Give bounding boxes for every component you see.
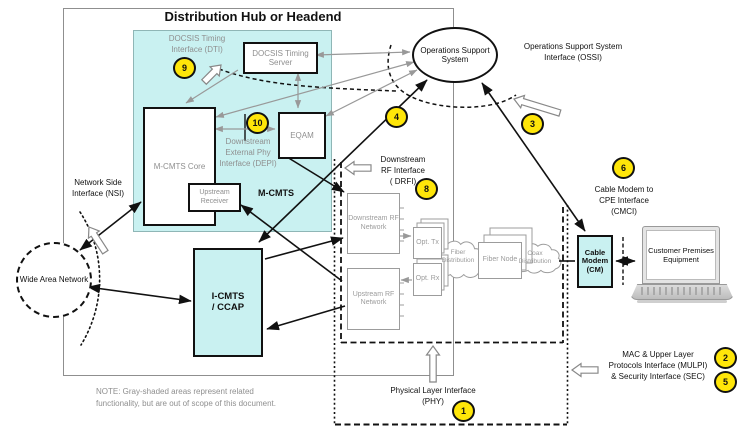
mcmts-region-label: M-CMTS xyxy=(258,188,294,198)
cpe-label: Customer Premises Equipment xyxy=(646,230,716,280)
icmts-ccap-node: I-CMTS / CCAP xyxy=(193,248,263,357)
optical-receiver-node: Opt. Rx xyxy=(413,263,442,296)
ossi-interface-label: Operations Support System Interface (OSS… xyxy=(523,42,623,63)
upstream-receiver-label: Upstream Receiver xyxy=(199,189,230,205)
fiber-distribution-label: Fiber Distribution xyxy=(441,249,475,265)
cpe-laptop-keys xyxy=(641,287,723,295)
depi-interface-label: Downstream External Phy Interface (DEPI) xyxy=(219,137,277,169)
opt-rx-label: Opt. Rx xyxy=(415,275,440,283)
diagram-title: Distribution Hub or Headend xyxy=(164,9,342,24)
headend-boundary-box xyxy=(63,8,454,376)
downstream-rf-network-node: Downstream RF Network xyxy=(347,193,400,254)
dti-interface-label: DOCSIS Timing Interface (DTI) xyxy=(168,34,226,55)
interface-badge-1: 1 xyxy=(452,400,475,422)
cpe-laptop-icon: Customer Premises Equipment xyxy=(642,226,720,284)
nsi-interface-label: Network Side Interface (NSI) xyxy=(71,178,124,199)
cpe-laptop-base xyxy=(637,300,727,303)
interface-badge-5: 5 xyxy=(714,371,737,393)
upstream-receiver-node: Upstream Receiver xyxy=(188,183,241,212)
interface-badge-10: 10 xyxy=(246,112,269,134)
icmts-ccap-label: I-CMTS / CCAP xyxy=(211,290,245,313)
docsis-timing-server-label: DOCSIS Timing Server xyxy=(252,48,309,67)
opt-tx-label: Opt. Tx xyxy=(416,238,439,246)
cmci-interface-label: Cable Modem to CPE Interface (CMCI) xyxy=(594,185,654,217)
cpe-laptop-keyboard xyxy=(630,284,734,300)
eqam-label: EQAM xyxy=(290,130,314,140)
scope-note: NOTE: Gray-shaded areas represent relate… xyxy=(96,387,276,408)
mulpi-pointer-arrow-icon xyxy=(570,362,599,378)
upstream-rf-network-node: Upstream RF Network xyxy=(347,268,400,330)
phy-interface-label: Physical Layer Interface (PHY) xyxy=(390,386,476,407)
mulpi-sec-interface-label: MAC & Upper Layer Protocols Interface (M… xyxy=(608,350,708,382)
mcmts-core-node: M-CMTS Core xyxy=(143,107,216,226)
coax-distribution-label: Coax Distribution xyxy=(518,250,552,266)
interface-badge-6: 6 xyxy=(612,157,635,179)
operations-support-system-node: Operations Support System xyxy=(412,27,498,83)
docsis-timing-server-node: DOCSIS Timing Server xyxy=(243,42,318,74)
interface-badge-8: 8 xyxy=(415,178,438,200)
eqam-node: EQAM xyxy=(278,112,326,159)
interface-badge-9: 9 xyxy=(173,57,196,79)
wan-label: Wide Area Network xyxy=(19,275,89,285)
interface-badge-4: 4 xyxy=(385,106,408,128)
cable-modem-node: Cable Modem (CM) xyxy=(577,235,613,288)
cable-modem-label: Cable Modem (CM) xyxy=(581,247,609,274)
interface-badge-2: 2 xyxy=(714,347,737,369)
mcmts-core-label: M-CMTS Core xyxy=(153,161,206,171)
interface-badge-3: 3 xyxy=(521,113,544,135)
oss-label: Operations Support System xyxy=(420,45,490,64)
upstream-rf-network-label: Upstream RF Network xyxy=(352,290,395,306)
downstream-rf-network-label: Downstream RF Network xyxy=(348,215,399,231)
wide-area-network-node: Wide Area Network xyxy=(16,242,92,318)
